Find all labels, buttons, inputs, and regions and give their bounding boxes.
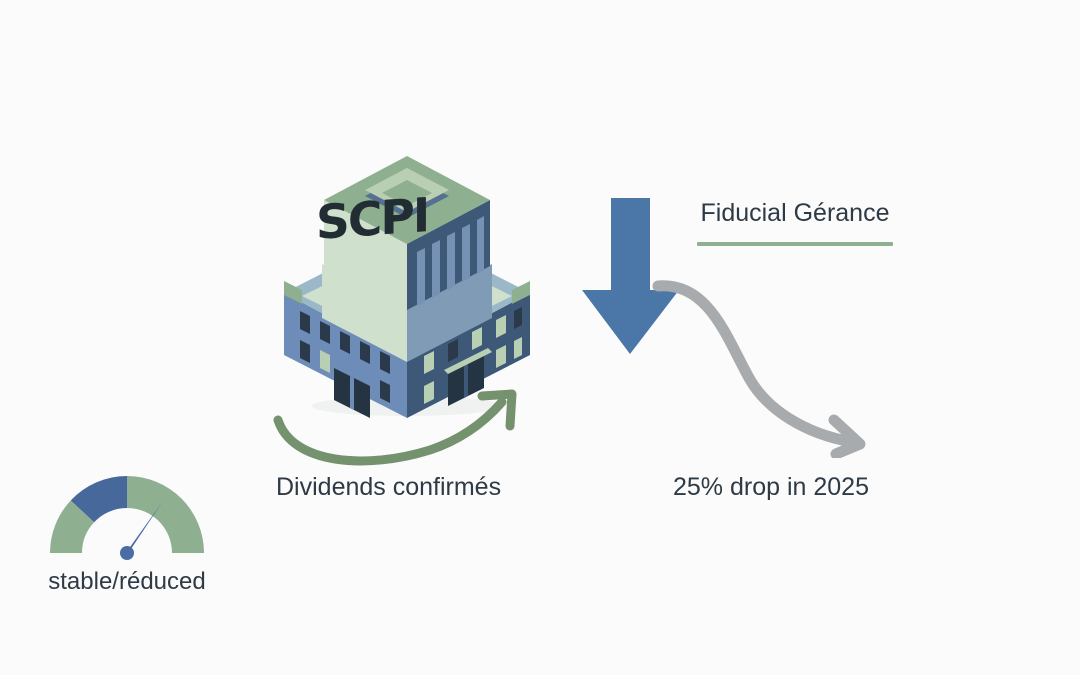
window xyxy=(424,351,434,374)
window xyxy=(514,337,522,359)
window xyxy=(514,307,522,329)
scpi-wordmark: SCPI xyxy=(316,188,429,251)
fiducial-gerance-heading: Fiducial Gérance xyxy=(690,198,900,246)
heading-underline xyxy=(697,242,893,246)
building-svg xyxy=(284,156,530,418)
louver xyxy=(432,240,440,298)
louver xyxy=(447,232,455,290)
roof-ornament-inner xyxy=(382,180,432,206)
gauge-widget: stable/réduced xyxy=(42,468,212,608)
louver xyxy=(462,224,470,282)
scpi-building-icon xyxy=(262,118,552,418)
base-left-face xyxy=(284,293,407,418)
gauge-label: stable/réduced xyxy=(48,568,206,595)
caption-drop-2025: 25% drop in 2025 xyxy=(673,473,869,501)
window xyxy=(300,340,310,363)
heading-title: Fiducial Gérance xyxy=(700,199,890,227)
parapet-right-top xyxy=(512,281,530,304)
window xyxy=(472,327,482,350)
gray-descending-arrow-icon xyxy=(638,258,888,460)
green-arrow-svg xyxy=(273,389,517,466)
green-curved-up-arrow-icon xyxy=(270,378,540,468)
blue-arrow-shape xyxy=(582,198,679,354)
window xyxy=(448,339,458,362)
louver xyxy=(417,248,425,306)
gray-arrow-path xyxy=(652,280,858,448)
entrance-divider xyxy=(464,364,468,398)
window xyxy=(424,381,434,404)
window xyxy=(496,345,506,368)
gauge-needle-hub xyxy=(120,546,134,560)
gray-arrow-head xyxy=(828,414,866,460)
tower-left-face xyxy=(324,200,407,310)
blue-arrow-svg xyxy=(582,198,679,354)
window xyxy=(300,311,310,334)
gauge-needle xyxy=(125,501,163,554)
window xyxy=(340,331,350,354)
entrance-divider xyxy=(350,376,354,410)
gauge-svg xyxy=(50,476,204,560)
blue-down-arrow-icon xyxy=(578,198,683,358)
gauge-segment-left-green xyxy=(50,500,95,553)
caption-dividends-confirmes: Dividends confirmés xyxy=(276,473,502,501)
gauge-segment-right-green xyxy=(127,476,204,553)
gauge-segment-blue xyxy=(70,476,127,523)
window xyxy=(496,315,506,338)
louver xyxy=(477,216,484,274)
parapet-left-face xyxy=(284,295,302,318)
window xyxy=(320,350,330,373)
gray-arrow-svg xyxy=(652,280,866,460)
window xyxy=(380,380,390,403)
green-arrow-head xyxy=(477,389,517,431)
podium-right-face xyxy=(407,264,492,362)
window xyxy=(320,321,330,344)
window xyxy=(360,341,370,364)
podium-left-face xyxy=(322,264,407,362)
parapet-left-top xyxy=(284,281,302,304)
green-arrow-path xyxy=(273,397,507,466)
entrance-canopy xyxy=(444,348,492,374)
window xyxy=(380,351,390,374)
